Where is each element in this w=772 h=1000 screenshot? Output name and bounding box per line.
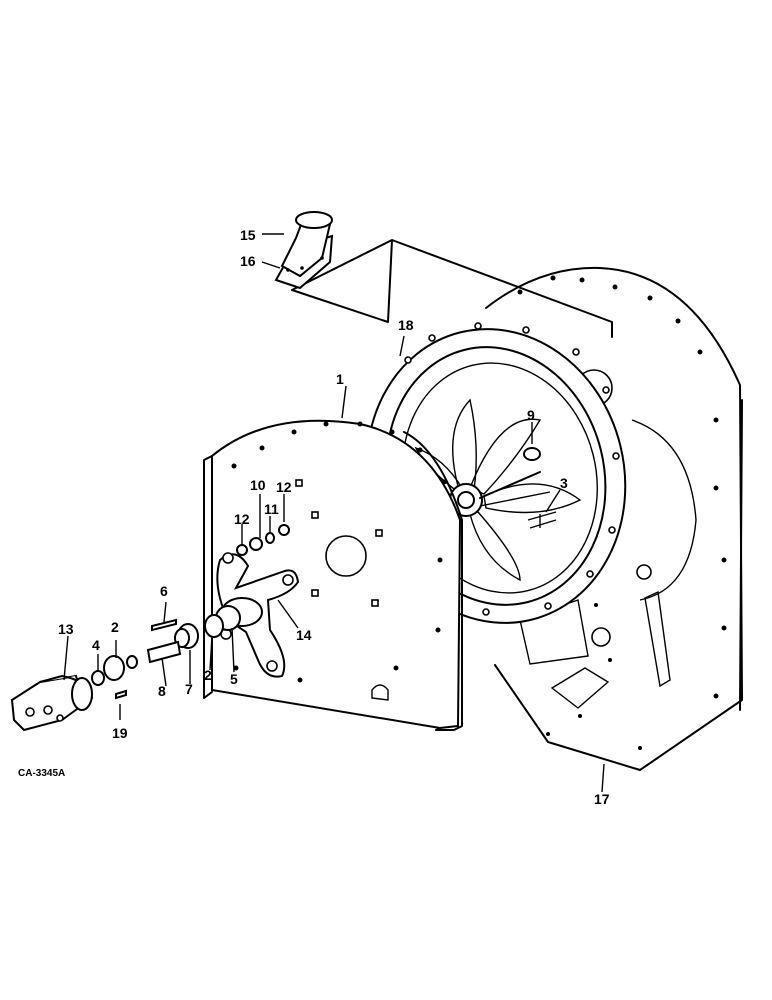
callout-12-lower: 12 bbox=[234, 511, 250, 527]
callout-2-left: 2 bbox=[111, 619, 119, 635]
callout-4: 4 bbox=[92, 637, 100, 653]
callout-2-right: 2 bbox=[204, 667, 212, 683]
callout-9: 9 bbox=[527, 407, 535, 423]
callout-6: 6 bbox=[160, 583, 168, 599]
elbow-tube-assembly bbox=[274, 211, 334, 290]
figure-code: CA-3345A bbox=[18, 768, 65, 779]
callout-7: 7 bbox=[185, 681, 193, 697]
callout-15: 15 bbox=[240, 227, 256, 243]
hydraulic-motor bbox=[10, 674, 94, 732]
callout-3: 3 bbox=[560, 475, 568, 491]
callout-10: 10 bbox=[250, 477, 266, 493]
callout-12-upper: 12 bbox=[276, 479, 292, 495]
callout-16: 16 bbox=[240, 253, 256, 269]
callout-11: 11 bbox=[264, 501, 279, 517]
callout-19: 19 bbox=[112, 725, 128, 741]
callout-labels: 15 16 18 1 9 3 10 12 11 12 6 13 2 4 14 2… bbox=[18, 227, 610, 807]
leader-lines bbox=[63, 233, 605, 793]
callout-5: 5 bbox=[230, 671, 238, 687]
callout-1: 1 bbox=[336, 371, 344, 387]
shaft-assembly bbox=[91, 597, 263, 700]
callout-18: 18 bbox=[398, 317, 414, 333]
callout-14: 14 bbox=[296, 627, 312, 643]
washer-set bbox=[236, 524, 290, 556]
callout-8: 8 bbox=[158, 683, 166, 699]
callout-17: 17 bbox=[594, 791, 610, 807]
callout-13: 13 bbox=[58, 621, 74, 637]
